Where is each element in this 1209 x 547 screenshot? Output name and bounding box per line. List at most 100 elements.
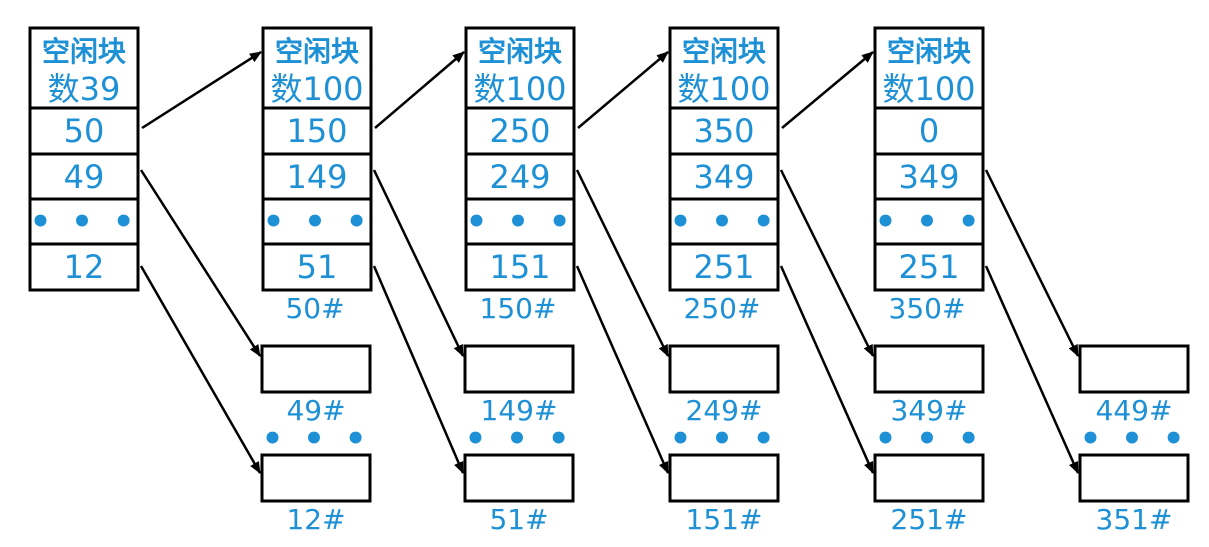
pointer-arrow	[139, 169, 262, 357]
child-ellipsis: • • •	[875, 419, 984, 459]
header-cell	[464, 26, 576, 110]
block-cell	[464, 152, 576, 202]
pointer-arrow	[372, 265, 465, 474]
header-line1: 空闲块	[42, 35, 126, 68]
child-block-box	[463, 344, 575, 394]
block-number-text: 249	[489, 158, 550, 196]
chain-arrow	[374, 51, 465, 129]
child-block-box	[1078, 344, 1190, 394]
pointer-arrow	[372, 169, 465, 357]
block-cell	[464, 242, 576, 292]
block-cell	[28, 197, 140, 247]
block-label: 250#	[684, 292, 761, 325]
header-cell	[668, 26, 780, 110]
child-block-box	[260, 453, 372, 503]
arrows-layer	[139, 50, 1080, 474]
block-label: 350#	[889, 292, 966, 325]
child-ellipsis: • • •	[465, 419, 574, 459]
header-line1: 空闲块	[682, 35, 766, 68]
header-cell	[873, 26, 985, 110]
block-cell	[873, 197, 985, 247]
block-number-text: 151	[489, 248, 550, 286]
block-cell	[28, 106, 140, 156]
child-block-box	[873, 344, 985, 394]
chain-arrow	[141, 50, 262, 130]
block-cell	[261, 106, 373, 156]
block-number-text: 350	[693, 112, 754, 150]
block-number-text: 250	[489, 112, 550, 150]
chain-arrow	[781, 51, 874, 129]
block-cell	[668, 152, 780, 202]
pointer-arrow	[984, 265, 1080, 474]
block-cell	[873, 106, 985, 156]
child-ellipsis: • • •	[670, 419, 779, 459]
header-line1: 空闲块	[478, 35, 562, 68]
child-block-box	[873, 453, 985, 503]
header-cell	[261, 26, 373, 110]
child-block-label: 49#	[286, 394, 345, 427]
block-cell	[668, 197, 780, 247]
header-line2: 数100	[473, 70, 566, 108]
child-block-label: 449#	[1096, 394, 1173, 427]
block-cell	[873, 242, 985, 292]
block-cell	[28, 152, 140, 202]
pointer-arrow	[984, 169, 1080, 357]
chain-arrow	[577, 51, 669, 129]
block-number-text: 150	[286, 112, 347, 150]
block-cell	[668, 106, 780, 156]
header-line1: 空闲块	[275, 35, 359, 68]
child-block-label: 249#	[686, 394, 763, 427]
header-line2: 数100	[270, 70, 363, 108]
block-number-text: 349	[898, 158, 959, 196]
child-block-box	[668, 453, 780, 503]
child-block-box	[1078, 453, 1190, 503]
pointer-arrow	[575, 265, 670, 474]
ellipsis-cell-text: • • •	[466, 202, 575, 242]
block-number-text: 0	[919, 112, 939, 150]
header-line2: 数39	[48, 70, 121, 108]
block-number-text: 51	[297, 248, 338, 286]
ellipsis-cell-text: • • •	[30, 202, 139, 242]
child-block-box	[668, 344, 780, 394]
block-cell	[261, 152, 373, 202]
child-block-label: 251#	[891, 503, 968, 536]
child-block-label: 12#	[286, 503, 345, 536]
child-block-box	[260, 344, 372, 394]
header-line2: 数100	[882, 70, 975, 108]
child-block-label: 151#	[686, 503, 763, 536]
ellipsis-cell-text: • • •	[263, 202, 372, 242]
pointer-arrow	[779, 265, 875, 474]
block-number-text: 149	[286, 158, 347, 196]
ellipsis-cell-text: • • •	[875, 202, 984, 242]
pointer-arrow	[779, 169, 875, 357]
block-cell	[668, 242, 780, 292]
pointer-arrow	[139, 265, 262, 474]
block-number-text: 349	[693, 158, 754, 196]
pointer-arrow	[575, 169, 670, 357]
block-number-text: 251	[693, 248, 754, 286]
block-number-text: 12	[64, 248, 105, 286]
child-block-label: 51#	[489, 503, 548, 536]
header-line1: 空闲块	[887, 35, 971, 68]
block-cell	[261, 242, 373, 292]
child-ellipsis: • • •	[1080, 419, 1189, 459]
child-ellipsis: • • •	[262, 419, 371, 459]
child-block-label: 349#	[891, 394, 968, 427]
child-block-label: 351#	[1096, 503, 1173, 536]
block-label: 50#	[285, 292, 344, 325]
block-number-text: 50	[64, 112, 105, 150]
block-cell	[28, 242, 140, 292]
child-block-label: 149#	[481, 394, 558, 427]
child-block-box	[463, 453, 575, 503]
ellipsis-cell-text: • • •	[670, 202, 779, 242]
block-number-text: 251	[898, 248, 959, 286]
block-label: 150#	[480, 292, 557, 325]
header-line2: 数100	[677, 70, 770, 108]
